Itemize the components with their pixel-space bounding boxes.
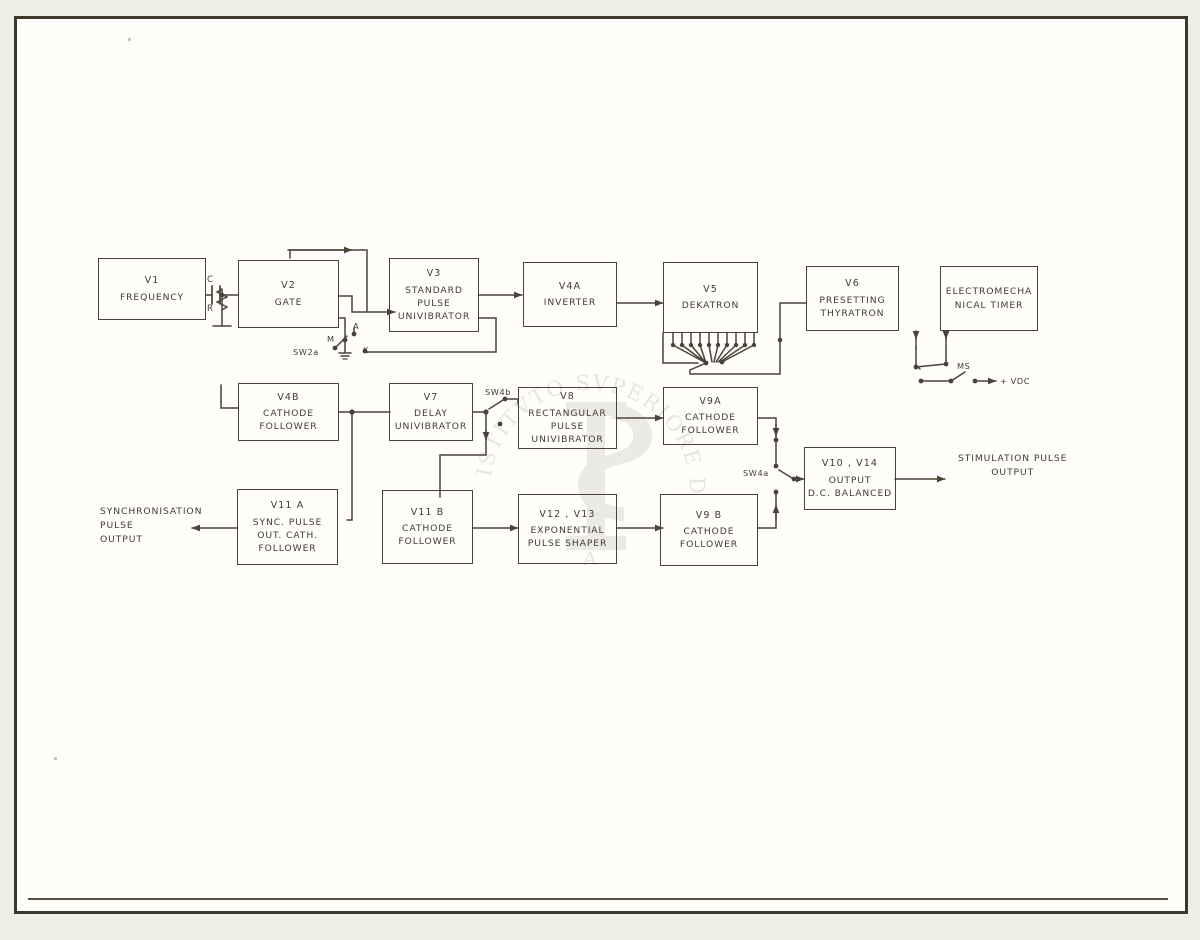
label-capacitor-c: C [207,275,214,285]
block-v2[interactable]: V2 GATE [238,260,339,328]
block-v9b[interactable]: V9 B CATHODE FOLLOWER [660,494,758,566]
block-v11b[interactable]: V11 B CATHODE FOLLOWER [382,490,473,564]
block-name: SYNC. PULSE OUT. CATH. FOLLOWER [252,516,323,554]
block-ref: V1 [144,275,160,287]
block-ref: V6 [845,278,860,290]
block-ref: V8 [560,391,575,403]
paper-speck [128,38,131,41]
block-v9a[interactable]: V9A CATHODE FOLLOWER [663,387,758,445]
block-ref: V7 [423,391,439,403]
block-ref: V4B [277,391,300,403]
block-v7[interactable]: V7 DELAY UNIVIBRATOR [389,383,473,441]
block-name: EXPONENTIAL PULSE SHAPER [527,525,608,550]
label-sw2a-k: K [363,345,369,355]
block-v4a[interactable]: V4A INVERTER [523,262,617,327]
paper-surface [30,30,1170,892]
label-sw2a: SW2a [293,347,319,357]
block-name: CATHODE FOLLOWER [679,526,739,551]
label-sw4b: SW4b [485,387,512,397]
label-plus-vdc: + VDC [1000,376,1031,386]
block-ref: V11 A [270,500,305,512]
block-v4b[interactable]: V4B CATHODE FOLLOWER [238,383,339,441]
block-ref: V10 , V14 [821,458,879,470]
label-sw4a: SW4a [743,468,769,478]
label-sw2a-a: A [353,321,360,331]
block-name: PRESETTING THYRATRON [819,294,886,319]
block-name: RECTANGULAR PULSE UNIVIBRATOR [528,407,607,445]
label-ms: MS [957,361,971,371]
block-ref: V3 [426,268,442,280]
block-v10-v14-output[interactable]: V10 , V14 OUTPUT D.C. BALANCED [804,447,896,510]
block-v11a[interactable]: V11 A SYNC. PULSE OUT. CATH. FOLLOWER [237,489,338,565]
label-synchronisation-pulse-output: SYNCHRONISATION PULSE OUTPUT [100,506,203,545]
block-name: INVERTER [543,297,597,309]
block-name: CATHODE FOLLOWER [259,408,318,433]
block-name: DELAY UNIVIBRATOR [394,408,468,433]
block-v1[interactable]: V1 FREQUENCY [98,258,206,320]
plate-bottom-rule [28,898,1168,900]
block-name: OUTPUT D.C. BALANCED [807,474,893,499]
block-v6[interactable]: V6 PRESETTING THYRATRON [806,266,899,331]
block-v5[interactable]: V5 DEKATRON [663,262,758,333]
block-v3[interactable]: V3 STANDARD PULSE UNIVIBRATOR [389,258,479,332]
block-ref: V9A [699,395,722,407]
block-ref: V9 B [695,509,723,521]
block-ref: V12 , V13 [539,508,596,520]
block-v12-v13[interactable]: V12 , V13 EXPONENTIAL PULSE SHAPER [518,494,617,564]
block-ref: V11 B [410,506,445,518]
block-name: FREQUENCY [119,291,185,303]
block-ref: V2 [281,280,296,292]
block-name: CATHODE FOLLOWER [398,523,457,548]
block-name: STANDARD PULSE UNIVIBRATOR [397,284,471,322]
block-electromechanical-timer[interactable]: ELECTROMECHA NICAL TIMER [940,266,1038,331]
label-stimulation-pulse-output: STIMULATION PULSE OUTPUT [958,453,1068,478]
block-ref: V4A [558,280,582,292]
block-name: CATHODE FOLLOWER [681,412,740,437]
label-sw2a-m: M [327,334,335,344]
block-name: ELECTROMECHA NICAL TIMER [945,286,1033,311]
block-name: DEKATRON [681,300,740,312]
label-resistor-r: R [207,304,214,314]
block-ref: V5 [703,283,718,295]
paper-speck [54,757,57,760]
block-v8[interactable]: V8 RECTANGULAR PULSE UNIVIBRATOR [518,387,617,449]
block-name: GATE [274,296,303,308]
